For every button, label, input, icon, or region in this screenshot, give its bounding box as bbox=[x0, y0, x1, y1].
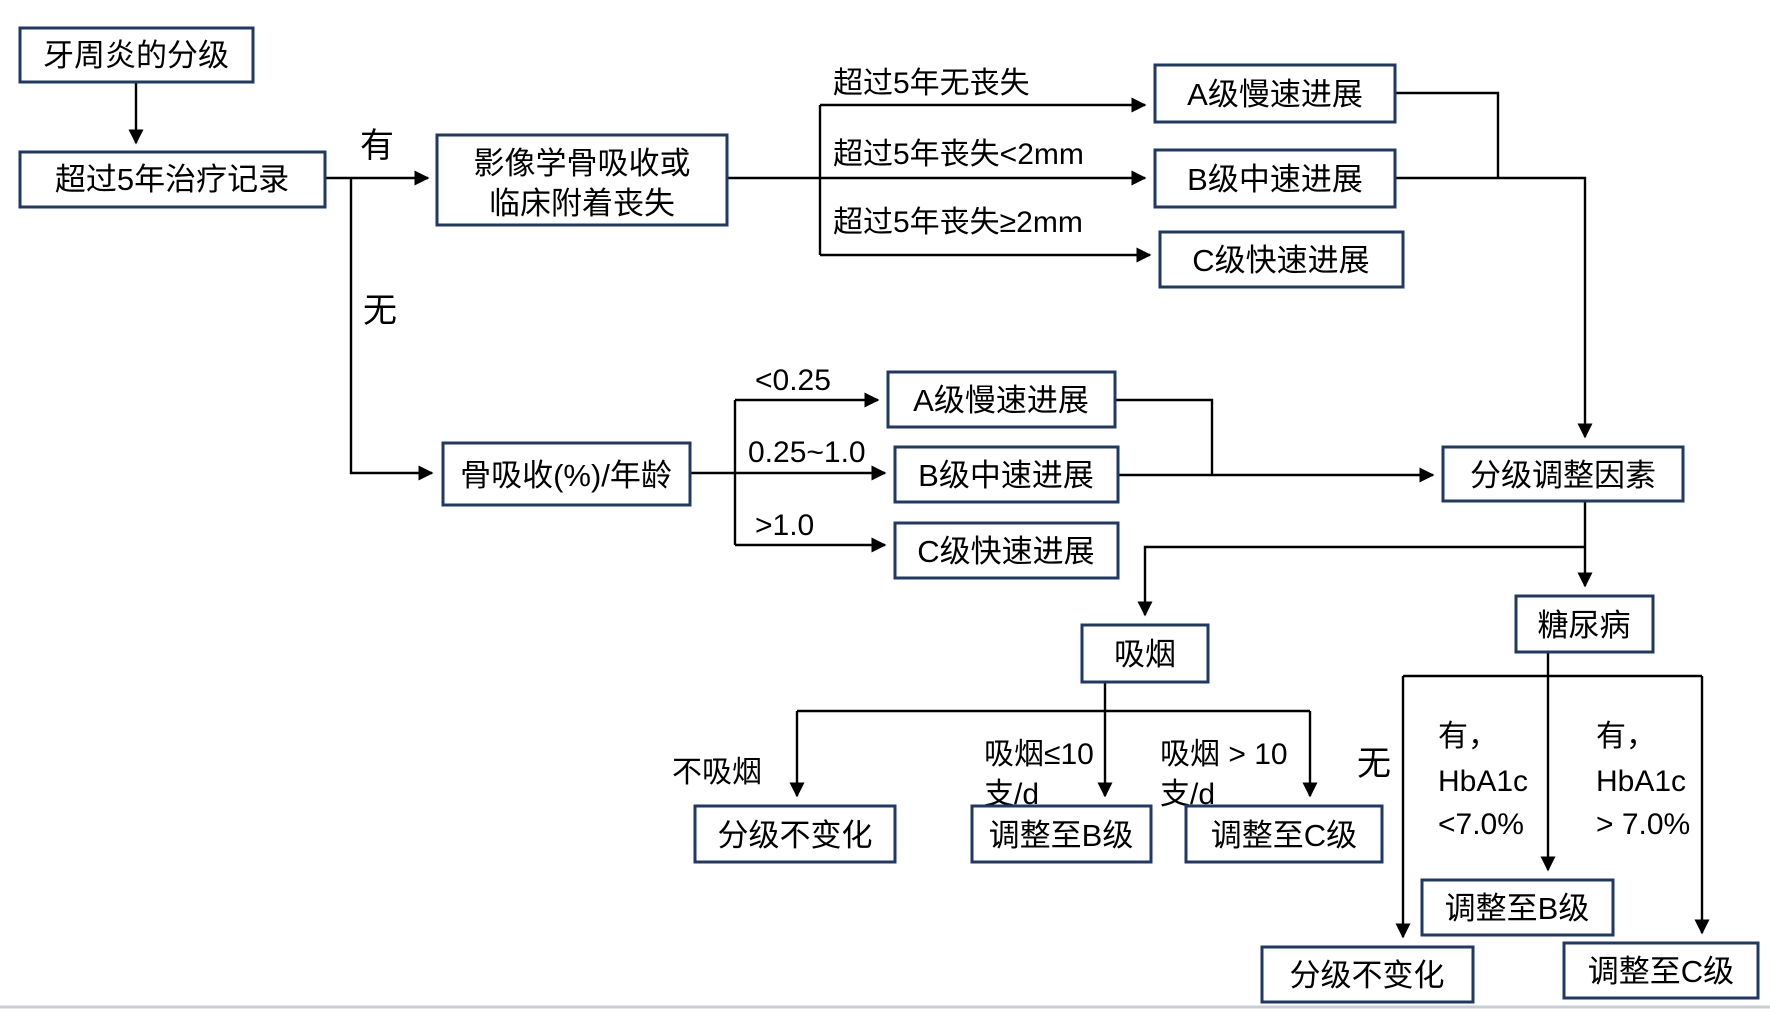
node-bone-resorption-box bbox=[441, 441, 692, 507]
node-grade-a-top: A级慢速进展 bbox=[1153, 63, 1397, 124]
edge-top-to-modifiers bbox=[1395, 176, 1593, 439]
node-diabetes-box bbox=[1514, 594, 1655, 654]
node-grade-b-mid-label: B级中速进展 bbox=[918, 458, 1094, 493]
node-grade-a-top-box bbox=[1153, 63, 1397, 124]
label-no-loss-5y: 超过5年无丧失 bbox=[833, 67, 1030, 100]
node-grade-a-top-label: A级慢速进展 bbox=[1187, 77, 1363, 112]
label-no: 无 bbox=[363, 292, 397, 330]
node-smoke-adjust-c: 调整至C级 bbox=[1184, 804, 1384, 864]
node-treatment-record-5y: 超过5年治疗记录 bbox=[18, 150, 327, 209]
node-smoking-box bbox=[1080, 623, 1210, 684]
node-smoke-no-change-label: 分级不变化 bbox=[718, 818, 873, 853]
node-grade-c-top-box bbox=[1158, 230, 1405, 289]
node-grade-a-mid: A级慢速进展 bbox=[886, 370, 1117, 429]
node-smoking-label: 吸烟 bbox=[1114, 637, 1176, 672]
node-diabetes-no-change: 分级不变化 bbox=[1260, 945, 1475, 1004]
label-diab-gt7-line3: > 7.0% bbox=[1596, 808, 1690, 841]
node-grade-modifiers-label: 分级调整因素 bbox=[1470, 458, 1656, 493]
label-diab-lt7-line2: HbA1c bbox=[1438, 765, 1528, 798]
label-smoke-le10-line1: 吸烟≤10 bbox=[984, 738, 1094, 771]
node-grade-b-mid: B级中速进展 bbox=[893, 445, 1120, 504]
node-grade-c-mid-label: C级快速进展 bbox=[917, 534, 1094, 569]
label-yes: 有 bbox=[360, 127, 394, 165]
node-grade-a-mid-label: A级慢速进展 bbox=[913, 383, 1089, 418]
label-ratio-lt-025: <0.25 bbox=[755, 364, 831, 397]
edge-record-no-to-boneloss bbox=[349, 178, 434, 481]
node-smoke-adjust-c-box bbox=[1184, 804, 1384, 864]
label-diab-gt7-line2: HbA1c bbox=[1596, 765, 1686, 798]
node-imaging-label-line1: 影像学骨吸收或 bbox=[474, 146, 691, 181]
node-imaging-bone-loss: 影像学骨吸收或 临床附着丧失 bbox=[435, 133, 729, 227]
edge-labels: 有 无 超过5年无丧失 超过5年丧失<2mm 超过5年丧失≥2mm <0.25 … bbox=[360, 67, 1690, 841]
node-grade-modifiers: 分级调整因素 bbox=[1441, 445, 1685, 503]
node-bone-resorption-age: 骨吸收(%)/年龄 bbox=[441, 441, 692, 507]
node-imaging-label-line2: 临床附着丧失 bbox=[489, 186, 675, 221]
label-diabetes-none: 无 bbox=[1357, 745, 1391, 783]
node-grade-b-top: B级中速进展 bbox=[1153, 148, 1397, 209]
node-smoke-adjust-b-box bbox=[970, 804, 1153, 864]
node-grade-b-top-box bbox=[1153, 148, 1397, 209]
node-diabetes-no-change-box bbox=[1260, 945, 1475, 1004]
node-treatment-record-label: 超过5年治疗记录 bbox=[55, 162, 289, 197]
label-loss-ge-2mm: 超过5年丧失≥2mm bbox=[833, 206, 1083, 239]
node-smoke-adjust-c-label: 调整至C级 bbox=[1211, 818, 1357, 853]
label-non-smoker: 不吸烟 bbox=[672, 756, 762, 789]
edge-gradeA2-join bbox=[1115, 398, 1214, 475]
edge-modifiers-to-smoking bbox=[1137, 545, 1585, 617]
node-diabetes-label: 糖尿病 bbox=[1538, 608, 1631, 643]
label-diab-lt7-line1: 有， bbox=[1438, 720, 1498, 753]
node-imaging-box bbox=[435, 133, 729, 227]
label-smoke-gt10-line1: 吸烟 > 10 bbox=[1160, 738, 1288, 771]
node-diabetes-adjust-b: 调整至B级 bbox=[1420, 878, 1615, 937]
node-treatment-record-box bbox=[18, 150, 327, 209]
edge-gradeA1-join bbox=[1395, 91, 1500, 178]
node-diabetes: 糖尿病 bbox=[1514, 594, 1655, 654]
node-smoke-adjust-b: 调整至B级 bbox=[970, 804, 1153, 864]
node-smoke-no-change-box bbox=[693, 804, 897, 864]
node-grade-a-mid-box bbox=[886, 370, 1117, 429]
node-diabetes-adjust-c: 调整至C级 bbox=[1562, 941, 1760, 1000]
node-title: 牙周炎的分级 bbox=[18, 26, 255, 84]
node-smoke-no-change: 分级不变化 bbox=[693, 804, 897, 864]
node-title-label: 牙周炎的分级 bbox=[43, 38, 229, 73]
node-grade-c-mid: C级快速进展 bbox=[893, 521, 1120, 580]
node-diabetes-adjust-c-label: 调整至C级 bbox=[1588, 954, 1734, 989]
node-title-box bbox=[18, 26, 255, 84]
node-diabetes-adjust-c-box bbox=[1562, 941, 1760, 1000]
label-diab-gt7-line1: 有， bbox=[1596, 720, 1656, 753]
label-diab-lt7-line3: <7.0% bbox=[1438, 808, 1524, 841]
node-bone-resorption-label: 骨吸收(%)/年龄 bbox=[460, 458, 672, 493]
node-diabetes-no-change-label: 分级不变化 bbox=[1290, 958, 1445, 993]
label-ratio-025-10: 0.25~1.0 bbox=[748, 436, 866, 469]
node-grade-c-top: C级快速进展 bbox=[1158, 230, 1405, 289]
node-diabetes-adjust-b-box bbox=[1420, 878, 1615, 937]
node-grade-c-mid-box bbox=[893, 521, 1120, 580]
edges bbox=[128, 82, 1710, 939]
node-smoking: 吸烟 bbox=[1080, 623, 1210, 684]
nodes: 牙周炎的分级 超过5年治疗记录 影像学骨吸收或 临床附着丧失 A级慢速进展 B级… bbox=[18, 26, 1760, 1004]
label-ratio-gt-10: >1.0 bbox=[755, 509, 814, 542]
node-smoke-adjust-b-label: 调整至B级 bbox=[989, 818, 1134, 853]
node-diabetes-adjust-b-label: 调整至B级 bbox=[1445, 891, 1590, 926]
node-grade-b-top-label: B级中速进展 bbox=[1187, 162, 1363, 197]
node-grade-b-mid-box bbox=[893, 445, 1120, 504]
node-grade-c-top-label: C级快速进展 bbox=[1192, 243, 1369, 278]
label-loss-lt-2mm: 超过5年丧失<2mm bbox=[833, 138, 1084, 171]
node-grade-modifiers-box bbox=[1441, 445, 1685, 503]
